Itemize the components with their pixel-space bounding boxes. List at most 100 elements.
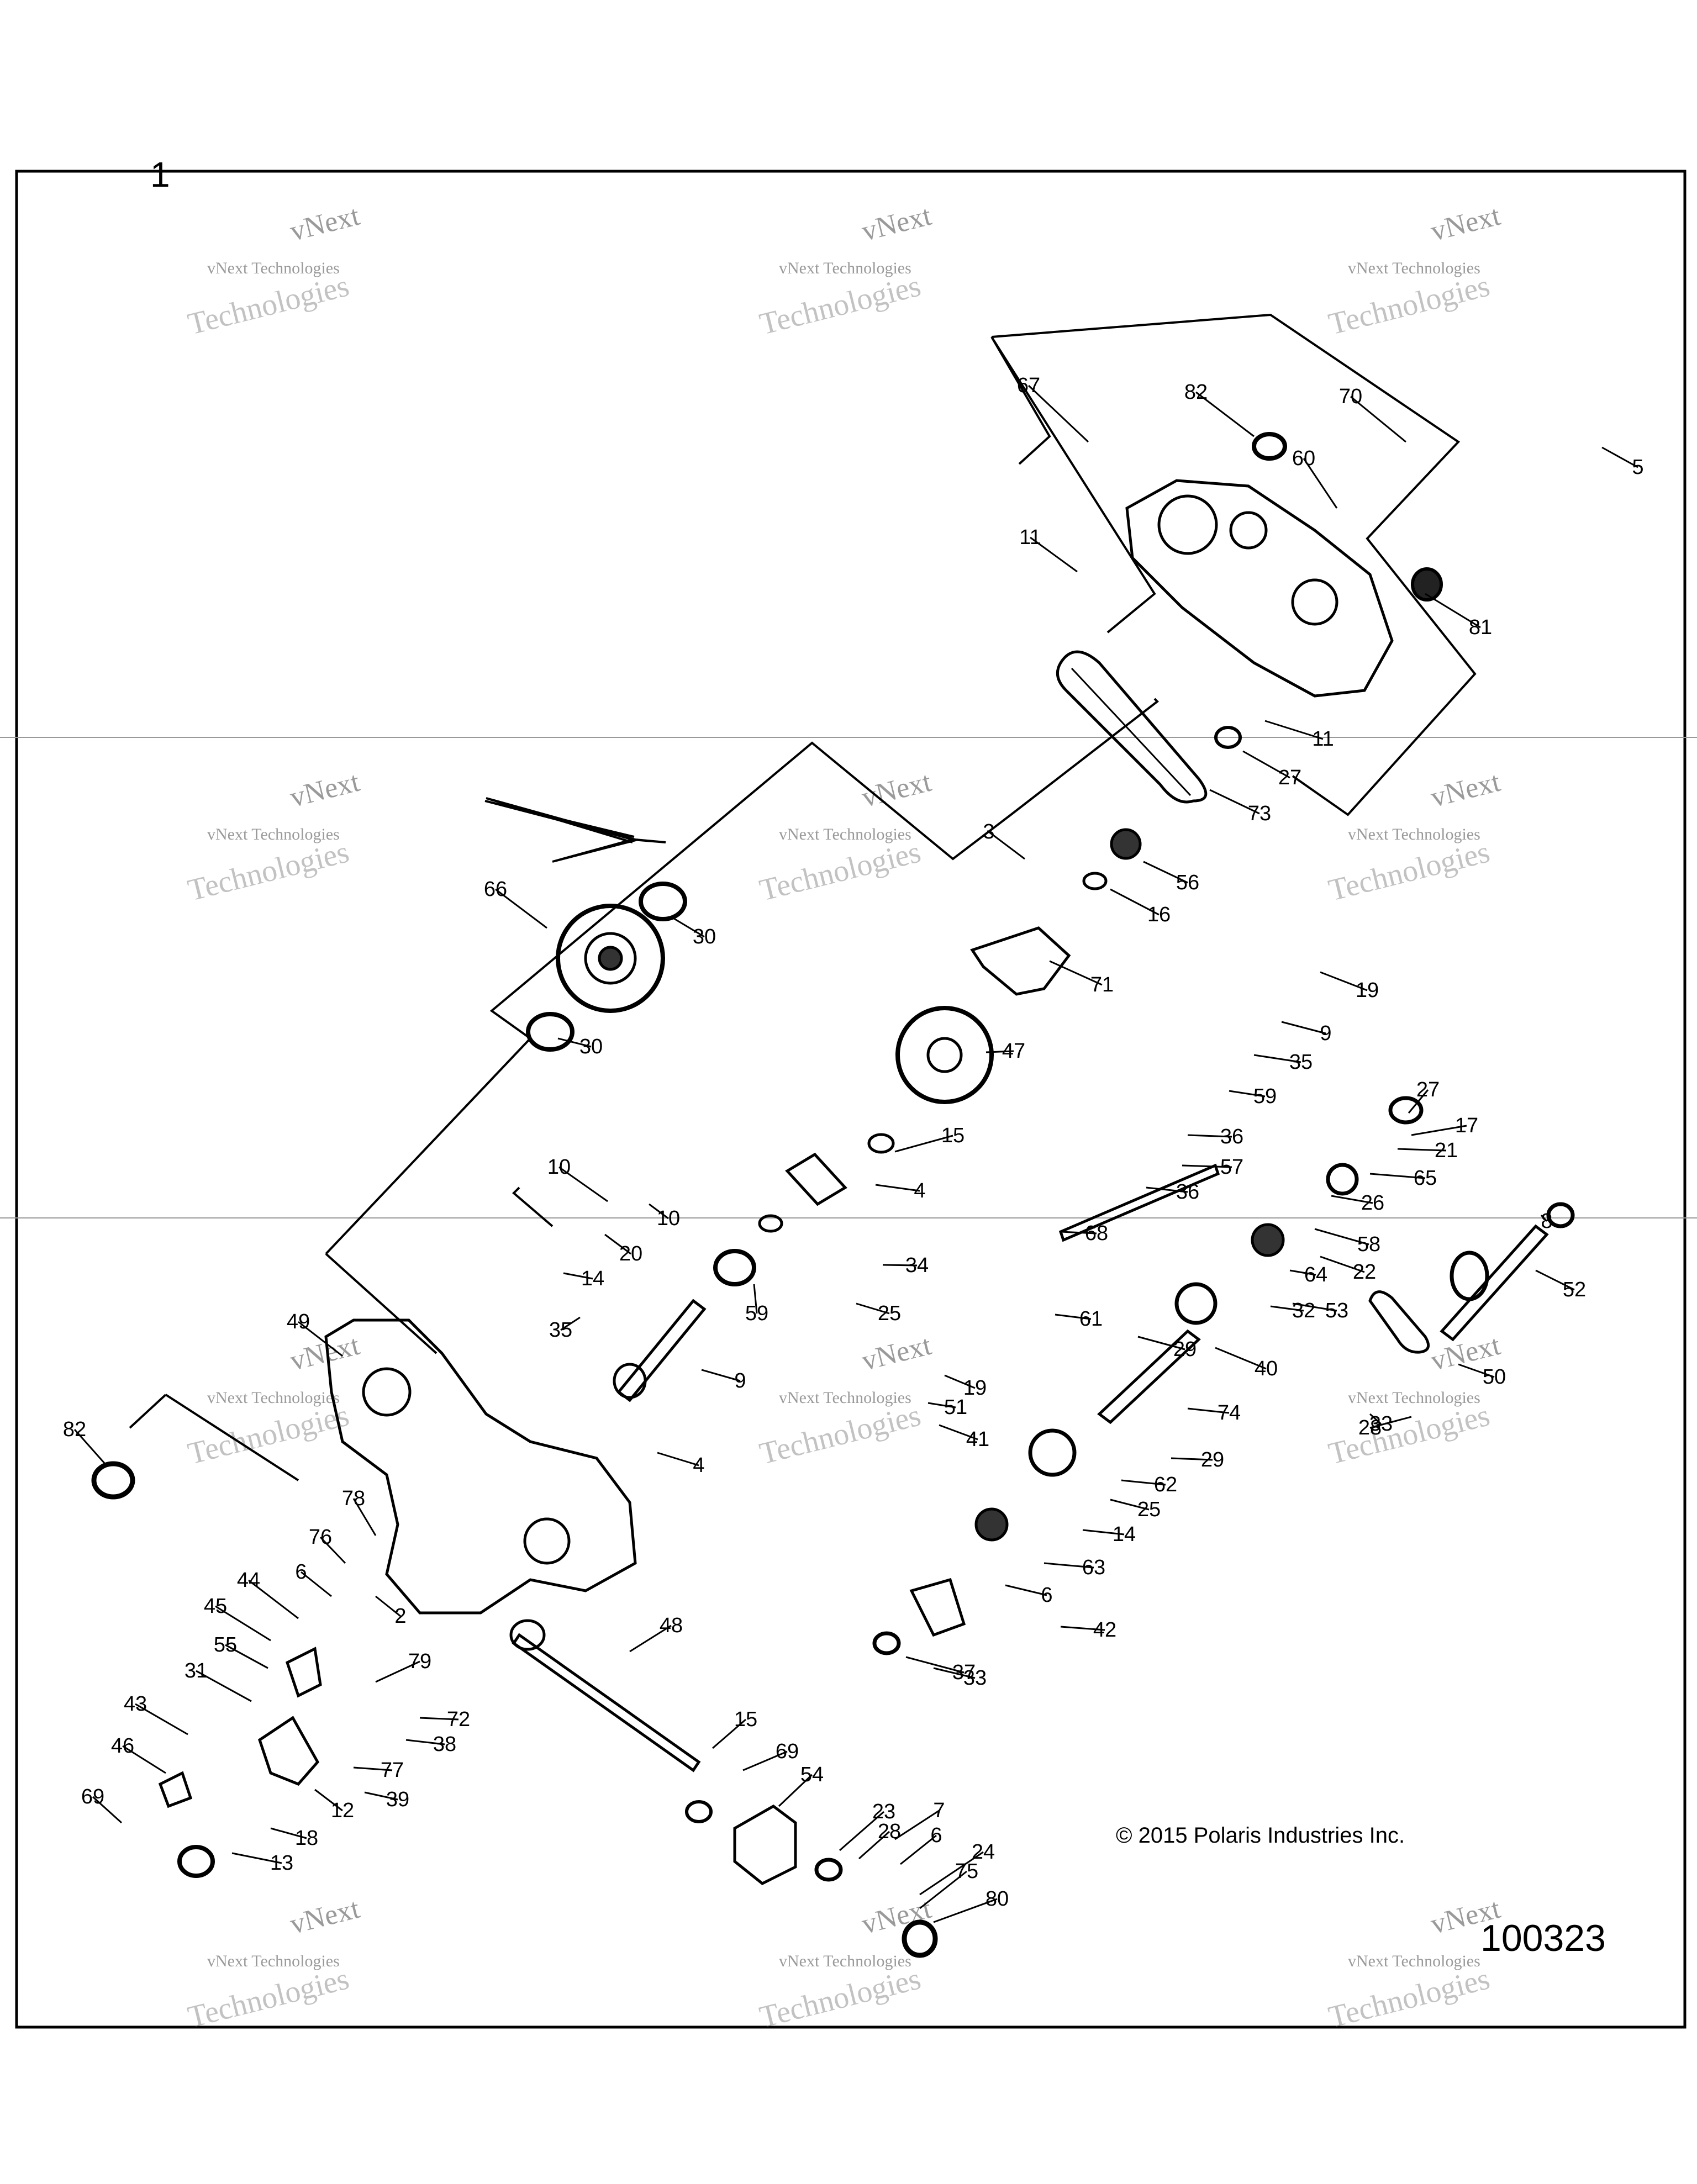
- svg-text:vNext Technologies: vNext Technologies: [207, 1389, 340, 1407]
- leader-line: [1408, 1089, 1429, 1114]
- part-callout-19: 19: [963, 1376, 987, 1400]
- case-cover-67: [1125, 479, 1394, 698]
- leader-line: [1369, 1173, 1426, 1179]
- leader-line: [927, 1402, 956, 1408]
- part-callout-15: 15: [734, 1708, 757, 1731]
- part-callout-34: 34: [905, 1254, 929, 1277]
- part-callout-48: 48: [660, 1614, 683, 1637]
- part-callout-57: 57: [1220, 1156, 1243, 1179]
- leader-line: [985, 1050, 1014, 1053]
- leader-line: [1369, 1416, 1412, 1429]
- leader-line: [225, 1644, 268, 1669]
- part-callout-13: 13: [270, 1851, 293, 1875]
- part-callout-14: 14: [1113, 1523, 1136, 1546]
- pivot-54: [158, 1771, 193, 1808]
- copyright-notice: © 2015 Polaris Industries Inc.: [1116, 1823, 1405, 1848]
- svg-text:vNext Technologies: vNext Technologies: [779, 259, 911, 277]
- part-callout-51: 51: [944, 1396, 967, 1419]
- part-callout-14: 14: [581, 1267, 604, 1290]
- leader-line: [248, 1579, 299, 1619]
- gear-51: [1450, 1251, 1489, 1301]
- bearing-32: [713, 1249, 756, 1286]
- leader-line: [1137, 1336, 1185, 1351]
- leader-line: [231, 1852, 282, 1864]
- leader-line: [1110, 888, 1160, 916]
- part-callout-22: 22: [1353, 1260, 1376, 1284]
- shaft-51: [1440, 1224, 1549, 1342]
- bracket-main: [325, 698, 1160, 1255]
- leader-line: [1055, 1313, 1092, 1320]
- part-callout-29: 29: [1201, 1448, 1224, 1471]
- leader-line: [1143, 861, 1188, 884]
- svg-text:Technologies: Technologies: [1325, 835, 1493, 908]
- svg-text:Technologies: Technologies: [185, 268, 352, 341]
- part-callout-42: 42: [1093, 1618, 1116, 1642]
- main-housing-port: [362, 1367, 412, 1417]
- leader-line: [419, 1717, 459, 1721]
- part-callout-76: 76: [309, 1526, 332, 1549]
- gear-42: [909, 1578, 966, 1637]
- part-callout-31: 31: [185, 1659, 208, 1682]
- leader-line: [1171, 1457, 1213, 1461]
- svg-text:vNext: vNext: [858, 200, 935, 247]
- gear-47-inner: [926, 1037, 963, 1073]
- leader-line: [894, 1135, 953, 1153]
- knob-75: [177, 1845, 215, 1878]
- shift-fork-71: [970, 926, 1071, 996]
- part-callout-58: 58: [1357, 1233, 1380, 1256]
- output-shaft-48: [512, 1633, 701, 1772]
- part-callout-82: 82: [1184, 381, 1208, 404]
- part-callout-74: 74: [1218, 1401, 1241, 1425]
- leader-line: [742, 1750, 788, 1771]
- part-callout-69: 69: [776, 1740, 799, 1763]
- seal-81: [1411, 567, 1443, 602]
- part-callout-43: 43: [124, 1692, 147, 1716]
- leader-line: [657, 1452, 699, 1466]
- part-callout-5: 5: [1632, 456, 1643, 479]
- leader-line: [1281, 1021, 1326, 1035]
- part-callout-11: 11: [1312, 727, 1334, 751]
- part-callout-63: 63: [1082, 1556, 1105, 1579]
- leader-line: [1005, 1584, 1047, 1596]
- leader-line: [894, 1810, 940, 1840]
- part-callout-10: 10: [657, 1207, 680, 1230]
- part-callout-53: 53: [1325, 1299, 1348, 1322]
- svg-text:vNext Technologies: vNext Technologies: [779, 1952, 911, 1970]
- svg-text:Technologies: Technologies: [185, 835, 352, 908]
- leader-line: [1253, 1054, 1301, 1063]
- leader-line: [301, 1571, 332, 1597]
- leader-line: [1187, 1134, 1232, 1138]
- leader-line: [1195, 391, 1255, 437]
- leader-line: [319, 1536, 346, 1564]
- part-callout-79: 79: [408, 1650, 431, 1673]
- leader-line: [778, 1774, 813, 1807]
- leader-line: [1303, 458, 1338, 509]
- leader-line: [1270, 1305, 1304, 1312]
- svg-text:vNext: vNext: [287, 200, 363, 247]
- part-callout-65: 65: [1414, 1167, 1437, 1190]
- part-callout-50: 50: [1483, 1365, 1506, 1389]
- leader-line: [135, 1703, 188, 1735]
- leader-line: [1535, 1269, 1575, 1291]
- part-callout-36: 36: [1220, 1125, 1243, 1148]
- part-callout-20: 20: [619, 1242, 642, 1265]
- leader-line: [1044, 1562, 1094, 1569]
- part-callout-55: 55: [214, 1633, 237, 1657]
- actuator-55: [285, 1647, 322, 1698]
- gear-66: [556, 904, 665, 1013]
- gear-66-inner: [584, 932, 637, 985]
- part-callout-37: 37: [952, 1661, 976, 1684]
- shaft-50: [1097, 1329, 1201, 1425]
- part-callout-38: 38: [433, 1733, 456, 1756]
- part-callout-6: 6: [930, 1824, 942, 1847]
- part-callout-67: 67: [1017, 374, 1040, 397]
- svg-text:vNext: vNext: [858, 1893, 935, 1940]
- part-callout-60: 60: [1292, 447, 1315, 470]
- svg-text:Technologies: Technologies: [185, 1961, 352, 2034]
